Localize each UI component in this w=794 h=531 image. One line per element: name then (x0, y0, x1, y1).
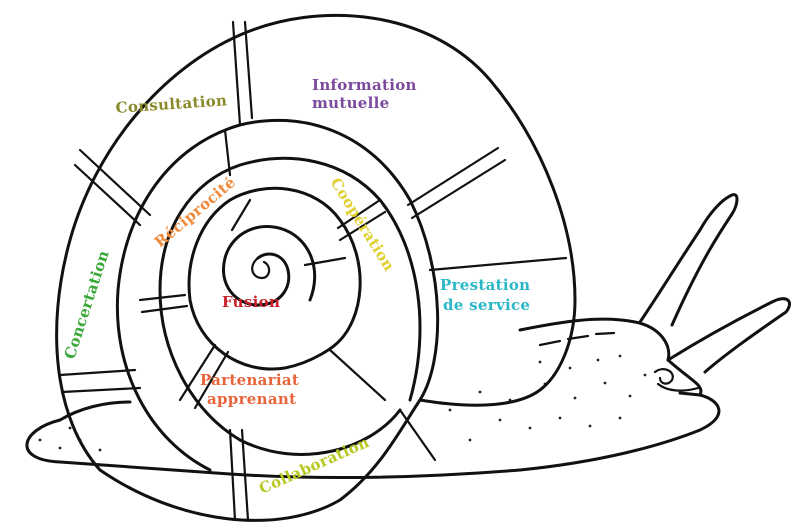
label-information-mutuelle-line1: Information (312, 76, 417, 94)
label-fusion: Fusion (222, 293, 280, 311)
label-consultation: Consultation (115, 91, 228, 117)
label-reciprocite: Réciprocité (151, 173, 239, 251)
label-partenariat-line2: apprenant (207, 390, 296, 408)
label-partenariat-line1: Partenariat (200, 371, 299, 389)
stage-labels: Information mutuelle Consultation Récipr… (61, 76, 531, 498)
label-concertation: Concertation (61, 248, 113, 361)
label-prestation-line2: de service (443, 296, 530, 314)
label-prestation-line1: Prestation (440, 276, 530, 294)
label-information-mutuelle-line2: mutuelle (312, 94, 390, 112)
snail-body (27, 319, 719, 477)
snail-antennae (640, 195, 790, 372)
